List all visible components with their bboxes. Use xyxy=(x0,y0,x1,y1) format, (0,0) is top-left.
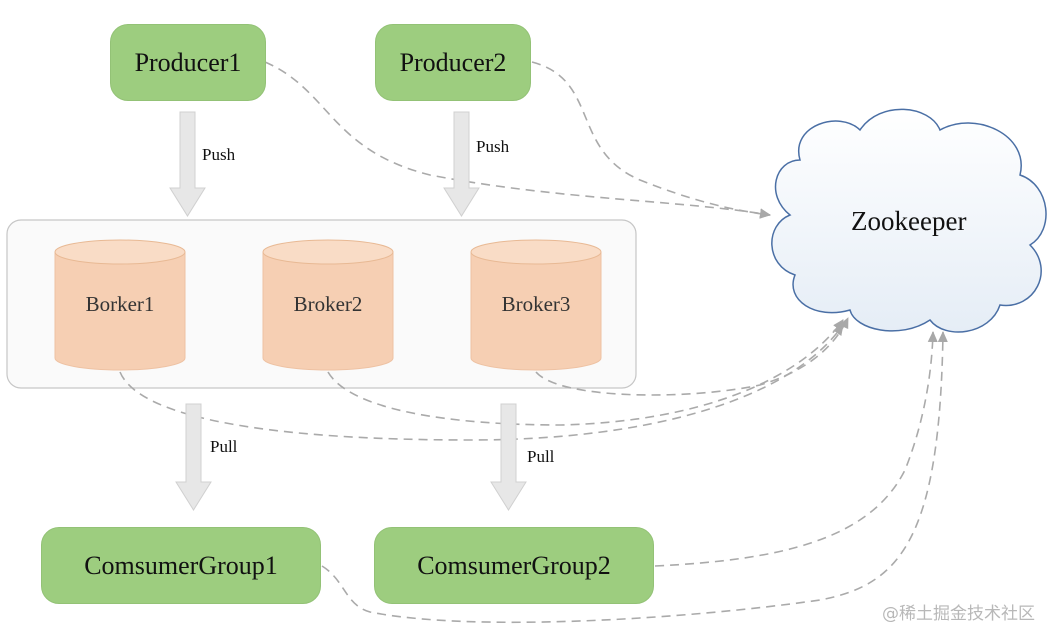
dashed-link-broker2 xyxy=(327,319,844,426)
push-arrow-1 xyxy=(169,111,206,217)
broker-2-label: Broker2 xyxy=(293,292,363,316)
dashed-link-producer2 xyxy=(531,61,771,219)
broker-3-label: Broker3 xyxy=(501,292,571,316)
broker-1-cylinder xyxy=(54,239,186,371)
producer-2-label: Producer2 xyxy=(399,47,507,77)
dashed-link-consumer1 xyxy=(321,331,948,624)
consumer-group-2-label: ComsumerGroup2 xyxy=(417,550,611,580)
dashed-link-consumer2 xyxy=(654,331,938,567)
consumer-group-1-label: ComsumerGroup1 xyxy=(84,550,278,580)
broker-1-label: Borker1 xyxy=(85,292,155,316)
producer-1-node: Producer1 xyxy=(110,24,266,101)
dashed-link-broker3 xyxy=(535,317,849,396)
pull-arrow-1 xyxy=(175,403,212,511)
pull-label-2: Pull xyxy=(527,447,555,466)
dashed-link-producer1 xyxy=(264,61,771,219)
zookeeper-links xyxy=(119,61,948,624)
push-arrow-2 xyxy=(443,111,480,217)
pull-label-1: Pull xyxy=(210,437,238,456)
consumer-group-2-node: ComsumerGroup2 xyxy=(374,527,654,604)
watermark: @稀土掘金技术社区 xyxy=(882,604,1035,624)
push-label-2: Push xyxy=(476,137,510,156)
flow-arrows xyxy=(169,111,527,511)
push-label-1: Push xyxy=(202,145,236,164)
broker-3-cylinder xyxy=(470,239,602,371)
consumer-group-1-node: ComsumerGroup1 xyxy=(41,527,321,604)
pull-arrow-2 xyxy=(490,403,527,511)
zookeeper-label: Zookeeper xyxy=(851,206,967,236)
producer-2-node: Producer2 xyxy=(375,24,531,101)
broker-cylinders xyxy=(54,239,602,371)
dashed-link-broker1 xyxy=(119,324,844,441)
broker-2-cylinder xyxy=(262,239,394,371)
zookeeper-cloud xyxy=(771,108,1047,333)
producer-1-label: Producer1 xyxy=(134,47,242,77)
